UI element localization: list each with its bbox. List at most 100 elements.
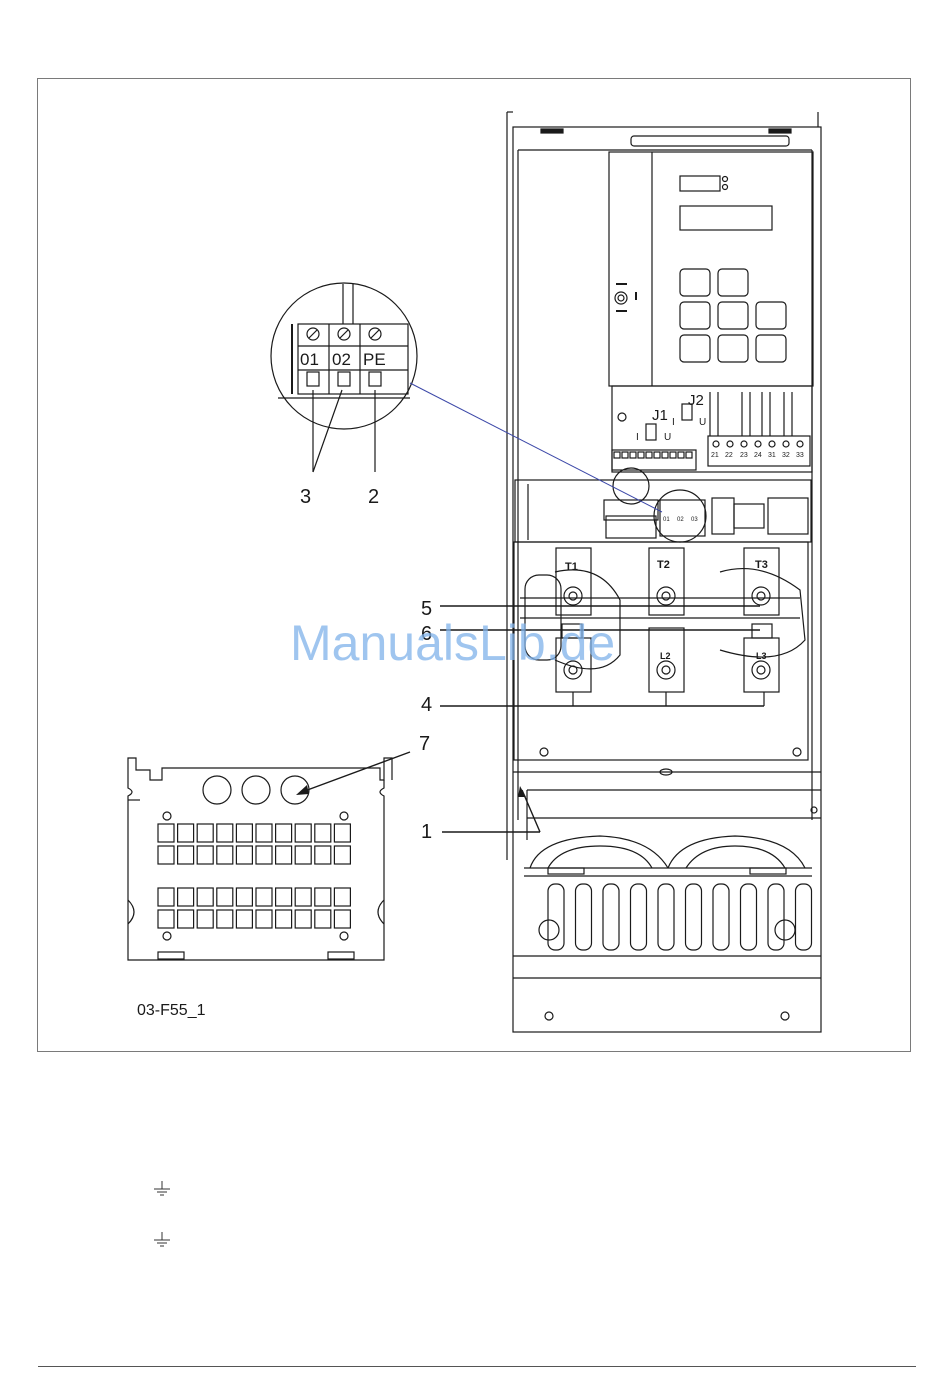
terminal-t2-label: T2 [657,559,670,571]
callout-7: 7 [419,733,430,755]
keypad-key [680,335,710,362]
keypad-key [718,302,748,329]
cable-entry-cell [158,846,174,864]
keypad-key [718,335,748,362]
callout-2: 2 [368,486,379,508]
zoom-terminal-label: 02 [332,350,351,369]
fan-grille-slot [603,884,619,950]
figure-id-label: 03-F55_1 [137,1002,206,1019]
jumper-j1-label: J1 [652,407,668,424]
cable-entry-cell [315,888,331,906]
cable-entry-cell [295,910,311,928]
control-terminal-label: 33 [796,452,804,459]
cable-entry-cell [276,824,292,842]
terminal-screw [713,441,719,447]
fan-grille-port [539,920,559,940]
terminal-screw [727,441,733,447]
cable-entry-cell [197,910,213,928]
callout-1: 1 [421,821,432,843]
terminal-l3-label: L3 [756,651,767,661]
control-terminal-label: 24 [754,452,762,459]
cable-entry-cell [276,846,292,864]
control-terminal-label: 31 [768,452,776,459]
terminal-pin [646,452,652,458]
terminal-pin [662,452,668,458]
fan-grille-slot [796,884,812,950]
cable-entry-cell [197,888,213,906]
cable-entry-cell [217,824,233,842]
cable-entry-cell [295,824,311,842]
drive-cabinet [507,112,821,1032]
fan-grille-slot [741,884,757,950]
cable-entry-cell [217,888,233,906]
cable-entry-cell [334,910,350,928]
control-panel [609,152,813,386]
terminal-t3-label: T3 [755,559,768,571]
jumper-j2-label: J2 [688,392,704,409]
keypad-key [756,302,786,329]
keypad-keys [680,269,786,362]
cable-entry-cell [256,888,272,906]
cable-entry-cell [197,824,213,842]
fan-grille-slot [768,884,784,950]
terminal-pin [638,452,644,458]
fan-grille-slot [631,884,647,950]
cable-entry-cell [236,888,252,906]
relay-terminal-label: 01 [663,517,670,523]
cable-entry-cell [158,910,174,928]
cable-entry-cell [256,824,272,842]
keypad-key [718,269,748,296]
cable-entry-cell [315,846,331,864]
terminal-pin [670,452,676,458]
control-board [612,386,812,472]
jumper-i-label: I [636,432,639,443]
cable-entry-cell [334,846,350,864]
keypad-key [680,302,710,329]
callout-4: 4 [421,694,432,716]
fan-grille-slot [576,884,592,950]
jumper-u-label: U [699,417,706,428]
page-footer-rule [38,1366,916,1367]
fan-grille-slot [686,884,702,950]
cable-entry-cell [276,910,292,928]
gland-plate [128,758,392,960]
terminal-pin [614,452,620,458]
cable-entry-cell [178,888,194,906]
ground-icon [152,1231,172,1249]
terminal-pin [630,452,636,458]
watermark: ManualsLib.de [290,615,615,671]
cable-entry-cell [236,824,252,842]
cable-entry-cell [256,846,272,864]
keypad-key [680,269,710,296]
fan-unit [513,769,821,1020]
fan-grille-slot [713,884,729,950]
cable-entry-cell [276,888,292,906]
relay-terminal-label: 02 [677,517,684,523]
terminal-screw [769,441,775,447]
terminal-screw [797,441,803,447]
terminal-screw [783,441,789,447]
keypad-key [756,335,786,362]
callout-3: 3 [300,486,311,508]
cable-entry-cell [158,888,174,906]
control-terminal-label: 32 [782,452,790,459]
cable-entry-cell [334,888,350,906]
control-terminal-label: 22 [725,452,733,459]
cable-entry-cell [178,910,194,928]
cable-entry-cell [197,846,213,864]
terminal-pin [686,452,692,458]
terminal-t1-label: T1 [565,561,578,573]
cable-entry-cell [236,910,252,928]
cable-entry-cell [315,910,331,928]
zoom-terminal-label: PE [363,350,386,369]
terminal-pin [678,452,684,458]
cable-entry-cell [236,846,252,864]
terminal-pin [654,452,660,458]
relay-terminal-area [515,468,811,542]
cable-entry-cell [158,824,174,842]
cable-entry-cell [178,824,194,842]
fan-grille-slot [658,884,674,950]
cable-entry-cell [334,824,350,842]
terminal-screw [741,441,747,447]
